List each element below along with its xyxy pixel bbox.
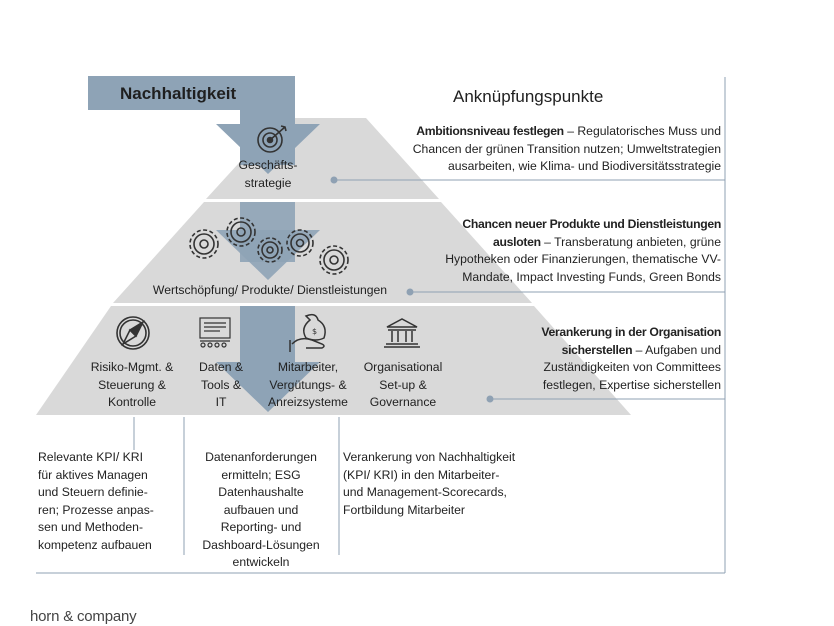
- gears-icon: [189, 217, 349, 275]
- point-organisation: Verankerung in der Organisation sicherst…: [541, 325, 721, 392]
- bottom-text-data: Datenanforderungen ermitteln; ESG Datenh…: [202, 450, 320, 569]
- target-icon: [257, 125, 287, 153]
- data-tools-icon: [199, 317, 231, 348]
- pyramid-middle-label: Wertschöpfung/ Produkte/ Dienstleistunge…: [152, 283, 388, 297]
- bottom-text-risk: Relevante KPI/ KRI für aktives Managen u…: [38, 450, 154, 552]
- pyramid-bottom-label-organisation: Organisational Set-up & Governance: [363, 360, 443, 409]
- company-logo: horn & company: [30, 608, 137, 625]
- arrow-head-1: [216, 124, 320, 174]
- bottom-text-employees: Verankerung von Nachhaltigkeit (KPI/ KRI…: [343, 450, 516, 517]
- institution-icon: [384, 318, 420, 348]
- pyramid-bottom-label-employees: Mitarbeiter, Vergütungs- & Anreizsysteme: [268, 360, 348, 409]
- right-title: Anknüpfungspunkte: [453, 87, 604, 106]
- compass-icon: [116, 316, 150, 350]
- pyramid-bottom-label-data: Daten & Tools & IT: [198, 360, 244, 409]
- pyramid-top-label: Geschäfts- strategie: [238, 158, 298, 190]
- connector-dot-bottom: [486, 395, 494, 403]
- svg-text:$: $: [312, 327, 317, 336]
- pyramid-tier-bottom: [36, 306, 631, 415]
- arrow-head-3: [216, 362, 320, 412]
- money-bag-hand-icon: $: [289, 313, 326, 352]
- connector-dot-top: [330, 176, 338, 184]
- arrow-shaft-top: [88, 76, 295, 110]
- pyramid-tier-middle: [113, 202, 532, 303]
- connector-dot-middle: [406, 288, 414, 296]
- pyramid-bottom-label-risk: Risiko-Mgmt. & Steuerung & Kontrolle: [90, 360, 174, 409]
- main-title: Nachhaltigkeit: [120, 84, 237, 103]
- point-products: Chancen neuer Produkte und Dienstleistun…: [445, 217, 721, 284]
- point-ambition: Ambitionsniveau festlegen – Regulatorisc…: [412, 124, 721, 173]
